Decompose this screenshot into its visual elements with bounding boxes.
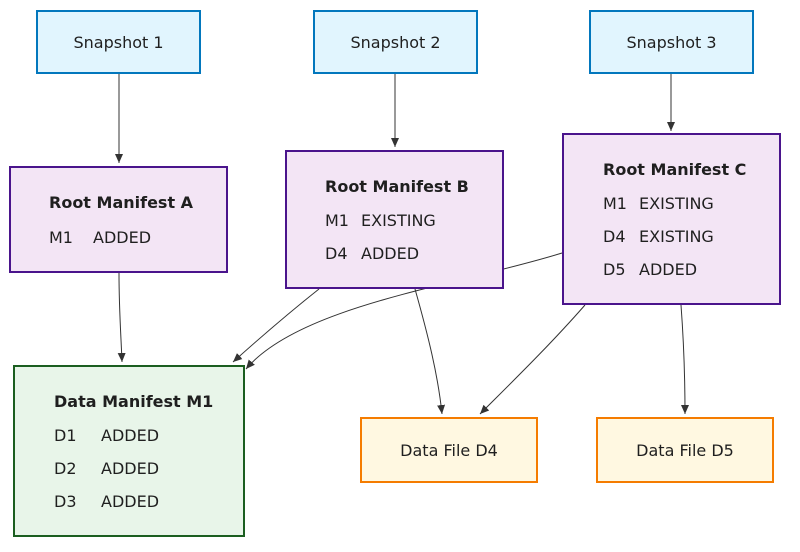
snapshot-2-node[interactable]: Snapshot 2 bbox=[313, 10, 478, 74]
entry-key: D5 bbox=[603, 260, 626, 279]
data-file-d4-node[interactable]: Data File D4 bbox=[360, 417, 538, 483]
root-manifest-b-node[interactable]: Root Manifest B M1 EXISTING D4 ADDED bbox=[285, 150, 504, 289]
snapshot-3-node[interactable]: Snapshot 3 bbox=[589, 10, 754, 74]
data-manifest-entry: D1 ADDED bbox=[54, 426, 159, 445]
root-manifest-b-entry: D4 ADDED bbox=[325, 244, 419, 263]
entry-status: EXISTING bbox=[361, 211, 436, 230]
root-manifest-a-node[interactable]: Root Manifest A M1 ADDED bbox=[9, 166, 228, 273]
entry-key: D4 bbox=[603, 227, 626, 246]
data-manifest-entry: D2 ADDED bbox=[54, 459, 159, 478]
entry-key: D3 bbox=[54, 492, 77, 511]
entry-status: ADDED bbox=[93, 228, 152, 247]
entry-key: D2 bbox=[54, 459, 77, 478]
entry-key: M1 bbox=[325, 211, 349, 230]
entry-key: D1 bbox=[54, 426, 77, 445]
root-manifest-c-entry: D5 ADDED bbox=[603, 260, 697, 279]
entry-key: D4 bbox=[325, 244, 348, 263]
root-manifest-c-entry: M1 EXISTING bbox=[603, 194, 714, 213]
entry-status: EXISTING bbox=[639, 227, 714, 246]
entry-status: ADDED bbox=[361, 244, 420, 263]
data-file-d5-label: Data File D5 bbox=[636, 440, 734, 460]
edge-rb-m1 bbox=[232, 288, 320, 363]
snapshot-3-label: Snapshot 3 bbox=[626, 32, 717, 52]
entry-key: M1 bbox=[49, 228, 73, 247]
entry-key: M1 bbox=[603, 194, 627, 213]
snapshot-1-label: Snapshot 1 bbox=[73, 32, 164, 52]
root-manifest-a-entry: M1 ADDED bbox=[49, 228, 151, 247]
entry-status: ADDED bbox=[101, 426, 160, 445]
snapshot-2-label: Snapshot 2 bbox=[350, 32, 441, 52]
root-manifest-c-title: Root Manifest C bbox=[603, 160, 747, 179]
snapshot-1-node[interactable]: Snapshot 1 bbox=[36, 10, 201, 74]
root-manifest-b-entry: M1 EXISTING bbox=[325, 211, 436, 230]
entry-status: ADDED bbox=[639, 260, 698, 279]
edge-rc-d4 bbox=[479, 304, 586, 415]
edge-rb-d4 bbox=[414, 288, 446, 415]
root-manifest-c-entry: D4 EXISTING bbox=[603, 227, 714, 246]
edge-ra-m1 bbox=[117, 272, 126, 363]
edge-rc-m1 bbox=[245, 252, 563, 370]
entry-status: EXISTING bbox=[639, 194, 714, 213]
data-manifest-entry: D3 ADDED bbox=[54, 492, 159, 511]
entry-status: ADDED bbox=[101, 492, 160, 511]
entry-status: ADDED bbox=[101, 459, 160, 478]
edge-rc-d5 bbox=[680, 304, 689, 415]
data-file-d4-label: Data File D4 bbox=[400, 440, 498, 460]
data-file-d5-node[interactable]: Data File D5 bbox=[596, 417, 774, 483]
root-manifest-a-title: Root Manifest A bbox=[49, 193, 194, 212]
data-manifest-m1-title: Data Manifest M1 bbox=[54, 392, 214, 411]
root-manifest-b-title: Root Manifest B bbox=[325, 177, 469, 196]
